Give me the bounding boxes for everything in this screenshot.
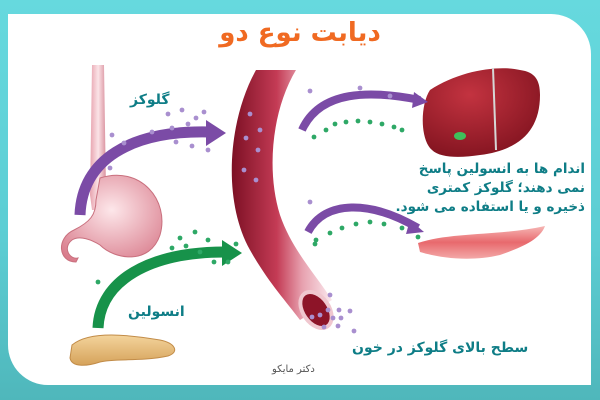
muscle-illustration — [418, 226, 545, 259]
glucose-arrow — [74, 126, 211, 216]
pancreas-illustration — [69, 334, 176, 366]
credit-watermark: دکتر مایکو — [272, 364, 315, 375]
glucose-particles — [107, 85, 393, 334]
organs-response-label: اندام ها به انسولین پاسخ نمی دهند؛ گلوکز… — [395, 161, 585, 215]
blood-vessel-illustration — [231, 70, 334, 330]
glucose-label: گلوکز — [130, 92, 170, 108]
page-title: دیابت نوع دو — [219, 18, 381, 48]
high-blood-glucose-label: سطح بالای گلوکز در خون — [352, 340, 529, 356]
arrow-to-muscle — [304, 203, 421, 235]
liver-illustration — [422, 67, 540, 157]
insulin-particles — [95, 118, 421, 285]
insulin-label: انسولین — [128, 304, 185, 320]
arrow-to-liver — [298, 90, 421, 132]
